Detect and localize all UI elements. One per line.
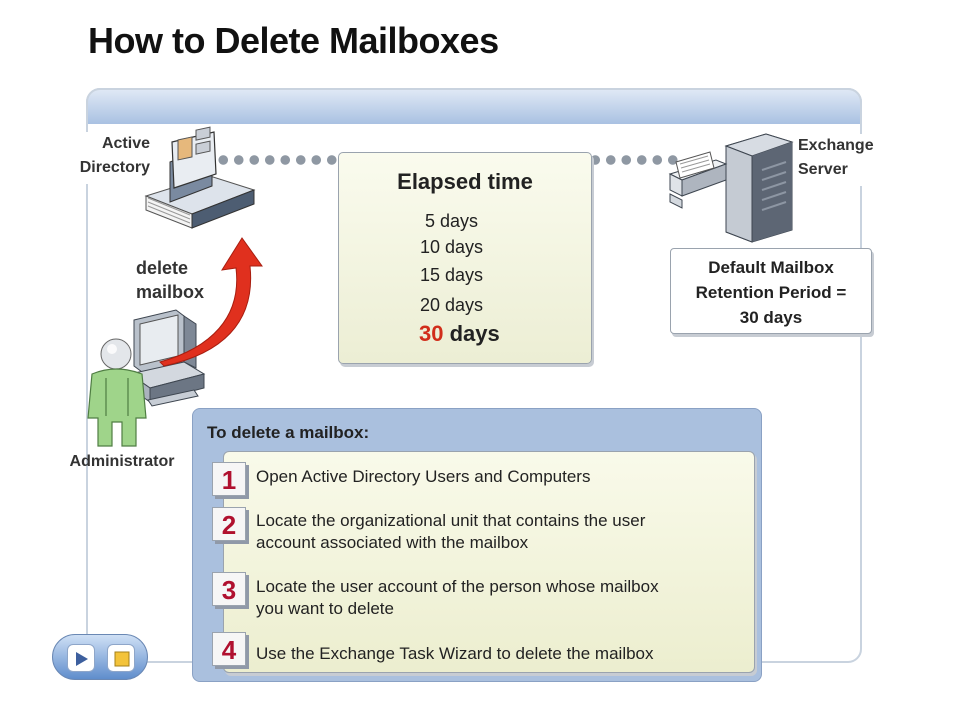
computer-icon <box>128 309 206 407</box>
retention-period-box: Default Mailbox Retention Period = 30 da… <box>670 248 872 334</box>
step-text-3: Locate the user account of the person wh… <box>256 576 659 620</box>
elapsed-day-5: 5 days <box>425 211 479 231</box>
exchange-server-label: Exchange Server <box>794 134 884 186</box>
elapsed-time-title: Elapsed time <box>397 169 533 194</box>
delete-mailbox-label: delete mailbox <box>118 256 214 306</box>
elapsed-day-20: 20 days <box>420 295 484 315</box>
active-directory-label: Active Directory <box>72 132 154 184</box>
play-button[interactable] <box>67 644 95 672</box>
server-icon <box>668 133 794 243</box>
step-text-1: Open Active Directory Users and Computer… <box>256 467 591 486</box>
arrow-icon <box>159 237 263 367</box>
step-number-3: 3 <box>212 572 246 606</box>
elapsed-final-unit: days <box>443 321 500 346</box>
administrator-label: Administrator <box>69 453 175 470</box>
elapsed-day-15: 15 days <box>420 265 484 285</box>
step-number-1: 1 <box>212 462 246 496</box>
navigation-controls <box>52 634 148 680</box>
steps-heading: To delete a mailbox: <box>207 423 370 442</box>
step-text-2-line1: Locate the organizational unit that cont… <box>256 511 646 530</box>
exchange-server-label-line1: Exchange <box>798 137 874 154</box>
active-directory-label-line1: Active <box>101 135 150 152</box>
stop-icon <box>114 651 130 667</box>
play-icon <box>76 652 88 666</box>
step-number-2: 2 <box>212 507 246 541</box>
elapsed-day-10: 10 days <box>420 237 484 257</box>
elapsed-day-30: 30 days <box>419 321 500 347</box>
steps-list: 1 Open Active Directory Users and Comput… <box>212 451 755 673</box>
retention-line2: Retention Period = <box>695 283 847 302</box>
slide-title: How to Delete Mailboxes <box>88 20 499 61</box>
active-directory-label-line2: Directory <box>79 159 150 176</box>
retention-line3: 30 days <box>739 308 803 327</box>
stop-button[interactable] <box>107 644 135 672</box>
user-icon <box>87 338 147 447</box>
frame-header-bar <box>86 88 862 124</box>
step-number-4: 4 <box>212 632 246 666</box>
step-text-4: Use the Exchange Task Wizard to delete t… <box>256 644 654 663</box>
step-text-3-line2: you want to delete <box>256 599 394 618</box>
step-text-2-line2: account associated with the mailbox <box>256 533 529 552</box>
step-text-2: Locate the organizational unit that cont… <box>256 510 645 554</box>
retention-line1: Default Mailbox <box>708 258 834 277</box>
delete-mailbox-line2: mailbox <box>135 282 205 302</box>
delete-mailbox-line1: delete <box>135 258 189 278</box>
address-book-icon <box>144 126 256 229</box>
steps-panel: To delete a mailbox: 1 Open Active Direc… <box>192 408 762 682</box>
step-text-3-line1: Locate the user account of the person wh… <box>256 577 659 596</box>
exchange-server-label-line2: Server <box>798 161 848 178</box>
elapsed-final-number: 30 <box>419 321 444 346</box>
elapsed-time-box: Elapsed time 5 days 10 days 15 days 20 d… <box>338 152 592 364</box>
